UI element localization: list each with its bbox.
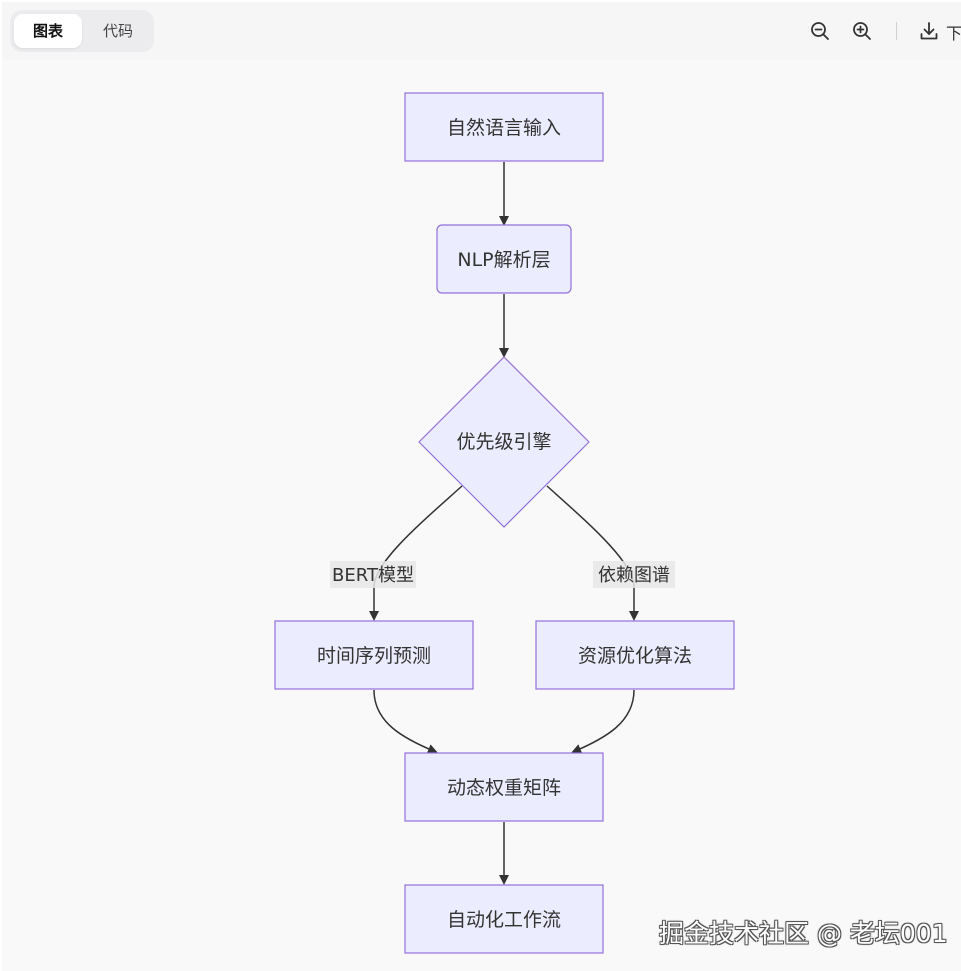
download-button[interactable]	[914, 16, 944, 46]
svg-text:资源优化算法: 资源优化算法	[578, 645, 692, 667]
svg-text:优先级引擎: 优先级引擎	[456, 431, 551, 453]
node-matrix: 动态权重矩阵	[404, 752, 604, 822]
edge-priority-resource	[546, 485, 639, 621]
svg-text:BERT模型: BERT模型	[332, 565, 414, 586]
toolbar-divider	[896, 22, 897, 40]
svg-text:NLP解析层: NLP解析层	[457, 249, 550, 271]
node-input: 自然语言输入	[404, 92, 604, 162]
node-workflow: 自动化工作流	[404, 884, 604, 954]
tab-code[interactable]: 代码	[102, 22, 133, 40]
view-tabs: 图表 代码	[10, 10, 154, 52]
node-resource: 资源优化算法	[535, 620, 735, 690]
zoom-in-icon	[853, 22, 871, 40]
tab-chart[interactable]: 图表	[14, 14, 82, 48]
node-priority: 优先级引擎	[418, 356, 590, 528]
svg-text:依赖图谱: 依赖图谱	[598, 565, 670, 586]
node-nlp: NLP解析层	[436, 224, 572, 294]
download-label[interactable]: 下	[946, 24, 961, 43]
edge-priority-forecast	[369, 485, 463, 621]
toolbar: 图表 代码 下	[2, 2, 961, 60]
svg-text:动态权重矩阵: 动态权重矩阵	[447, 777, 561, 799]
zoom-out-button[interactable]	[805, 16, 835, 46]
zoom-in-button[interactable]	[847, 16, 877, 46]
zoom-out-icon	[811, 22, 829, 40]
watermark: 掘金技术社区 @ 老坛001	[659, 919, 948, 948]
edge-resource-matrix	[571, 689, 635, 754]
edge-forecast-matrix	[373, 689, 438, 754]
svg-text:时间序列预测: 时间序列预测	[317, 645, 431, 667]
edge-label-graph: 依赖图谱	[593, 561, 675, 588]
svg-text:自动化工作流: 自动化工作流	[447, 909, 561, 931]
download-icon	[920, 22, 938, 40]
svg-text:自然语言输入: 自然语言输入	[447, 117, 561, 139]
node-forecast: 时间序列预测	[274, 620, 474, 690]
edge-label-bert: BERT模型	[330, 561, 416, 588]
